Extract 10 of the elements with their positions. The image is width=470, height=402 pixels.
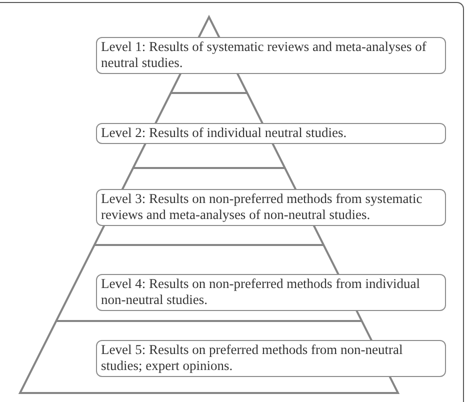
callout-box: [96, 274, 446, 311]
level-description: Level 4: Results on non-preferred methods from individual non-neutral studies.: [101, 276, 422, 308]
callout-box: [96, 189, 446, 226]
callout-box: [96, 37, 446, 74]
level-description: Level 2: Results of individual neutral studies.: [101, 125, 348, 141]
callout-box: [96, 340, 446, 377]
callout-box: [96, 123, 446, 144]
level-description: Level 3: Results on non-preferred methods from systematic reviews and meta-analyses of non-neutral studies.: [101, 191, 424, 223]
level-description: Level 5: Results on preferred methods from non-neutral studies; expert opinions.: [101, 342, 404, 374]
level-description: Level 1: Results of systematic reviews and meta-analyses of neutral studies.: [101, 39, 428, 71]
